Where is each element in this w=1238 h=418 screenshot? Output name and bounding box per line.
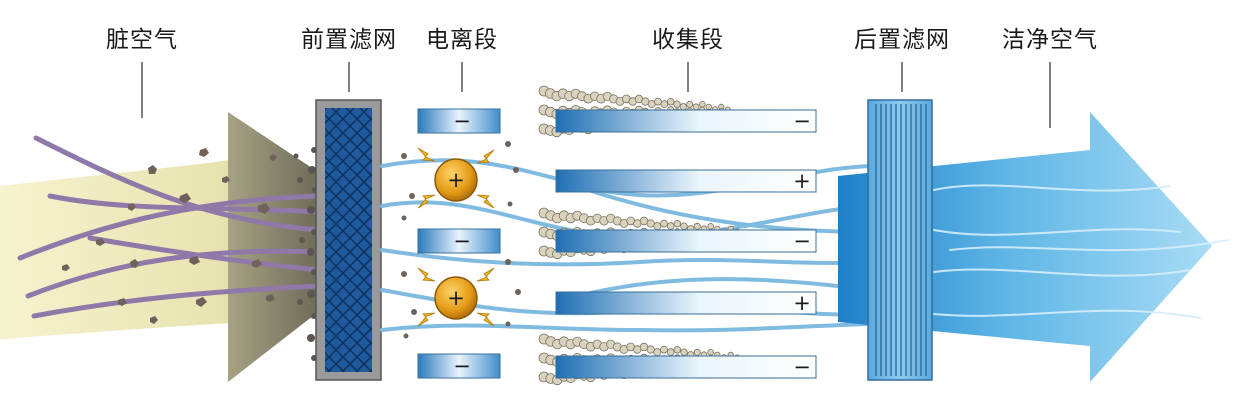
ion-emitter-top: +	[434, 158, 478, 202]
label-dirty-air: 脏空气	[106, 27, 178, 53]
label-collection: 收集段	[652, 27, 724, 53]
post-filter	[867, 99, 933, 381]
dust-particles-ionization	[401, 141, 521, 339]
ion-emitter-bottom-sign: +	[447, 286, 465, 310]
post-filter-pleats	[875, 104, 927, 376]
label-clean-air: 洁净空气	[1002, 27, 1098, 53]
collector-plate-3-sign: −	[793, 229, 811, 253]
collector-plate-1	[555, 109, 817, 133]
ionization-plates: − − −	[417, 108, 501, 379]
label-ionization: 电离段	[426, 27, 498, 53]
ion-emitter-top-sign: +	[447, 168, 465, 192]
collector-plate-2	[555, 169, 817, 193]
ion-emitter-bottom: +	[434, 276, 478, 320]
collector-plate-1-sign: −	[793, 109, 811, 133]
ion-sparks	[417, 147, 495, 327]
collection-plates: − + − + −	[555, 109, 817, 379]
collector-plate-4-sign: +	[793, 291, 811, 315]
label-pre-filter: 前置滤网	[301, 27, 397, 53]
collector-plate-3	[555, 229, 817, 253]
ion-plate-top-sign: −	[453, 109, 471, 133]
clean-air-strands	[933, 184, 1229, 319]
collector-plate-5-sign: −	[793, 355, 811, 379]
ion-plate-bottom	[417, 353, 501, 379]
pre-filter	[315, 99, 382, 381]
dirty-air-fibers	[17, 135, 321, 319]
ion-plate-top	[417, 108, 501, 134]
collector-plate-5	[555, 355, 817, 379]
ion-plate-middle	[417, 228, 501, 254]
collector-plate-2-sign: +	[793, 169, 811, 193]
label-post-filter: 后置滤网	[854, 27, 950, 53]
collector-plate-4	[555, 291, 817, 315]
ion-plate-middle-sign: −	[453, 229, 471, 253]
ion-plate-bottom-sign: −	[453, 354, 471, 378]
dirty-air-arrow-tip	[228, 112, 318, 382]
filter-trapped-dust	[293, 147, 318, 361]
dust-particles-left	[62, 148, 277, 324]
